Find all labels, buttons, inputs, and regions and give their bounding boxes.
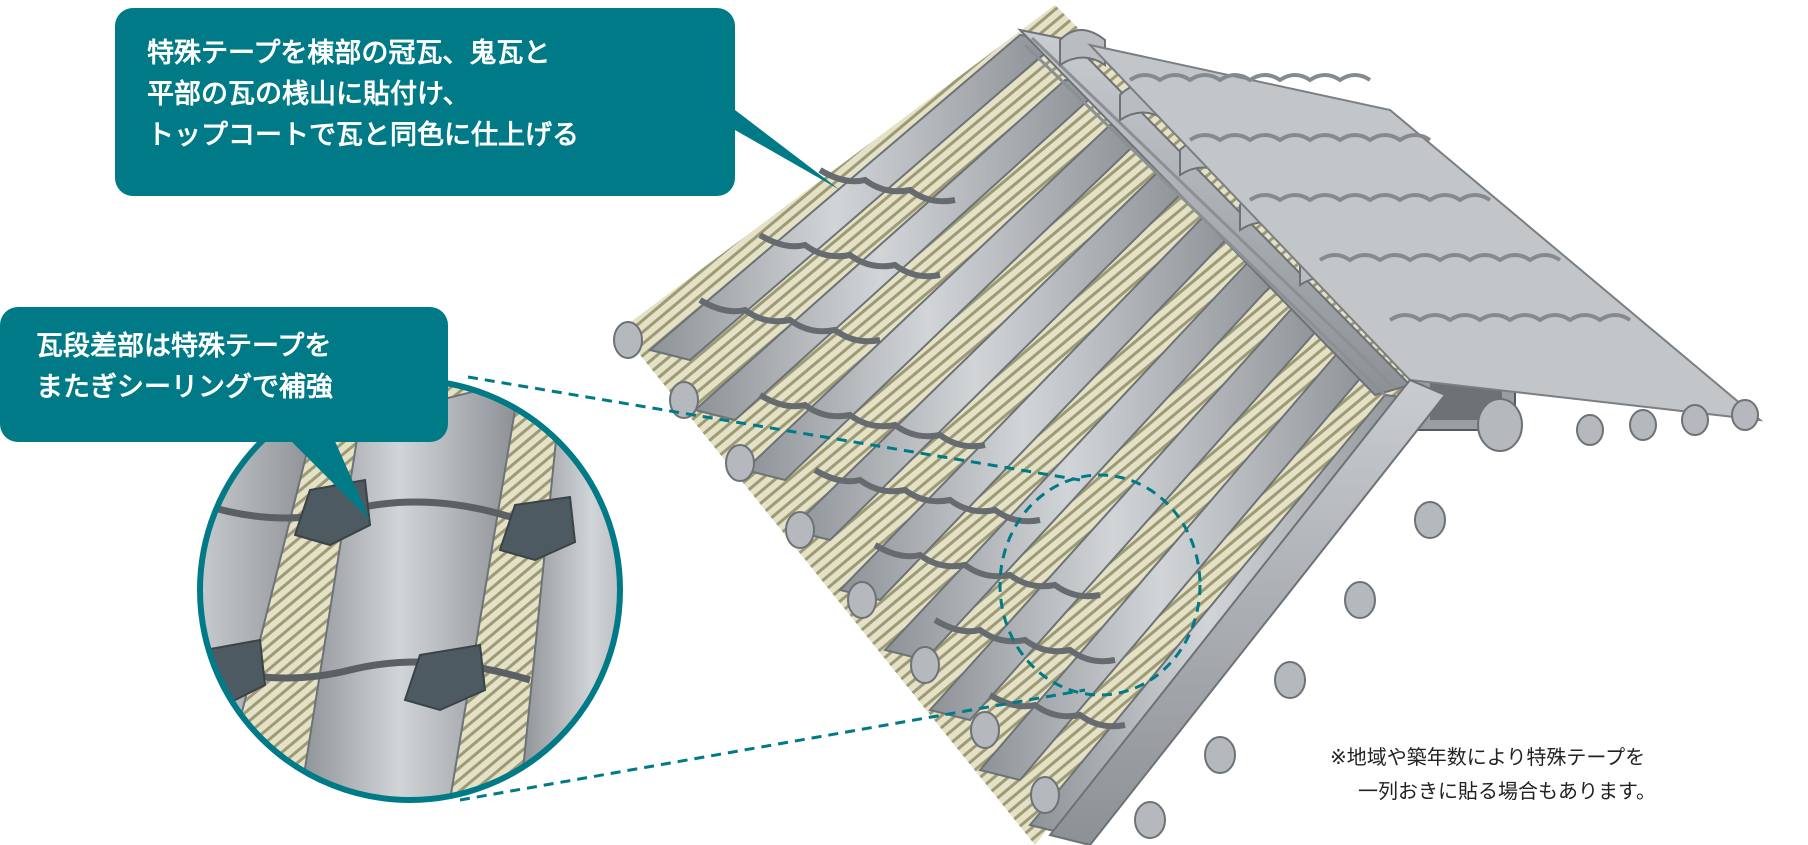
detail-zoom-circle bbox=[197, 377, 623, 803]
callout-detail-line: またぎシーリングで補強 bbox=[36, 372, 333, 403]
callout-top-text: 特殊テープを棟部の冠瓦、鬼瓦と 平部の瓦の桟山に貼付け、 トップコートで瓦と同色… bbox=[147, 33, 579, 156]
callout-top-box bbox=[115, 8, 840, 196]
footnote-line: ※地域や築年数により特殊テープを bbox=[1330, 745, 1646, 769]
zoom-guide-lines bbox=[459, 375, 1202, 802]
callout-detail-box bbox=[0, 307, 448, 520]
callout-top-line: 特殊テープを棟部の冠瓦、鬼瓦と bbox=[147, 38, 551, 69]
footnote-line: 一列おきに貼る場合もあります。 bbox=[1358, 779, 1656, 803]
callout-top-line: トップコートで瓦と同色に仕上げる bbox=[147, 120, 579, 151]
verge-tiles bbox=[1048, 378, 1523, 845]
eave-tile-ends bbox=[613, 321, 1060, 814]
callout-detail-line: 瓦段差部は特殊テープを bbox=[36, 331, 332, 362]
roof-back-slope bbox=[1087, 43, 1764, 446]
callout-detail-text: 瓦段差部は特殊テープを またぎシーリングで補強 bbox=[36, 326, 333, 408]
footnote: ※地域や築年数により特殊テープを 一列おきに貼る場合もあります。 bbox=[1330, 740, 1656, 808]
tile-overlap-lines bbox=[698, 167, 1126, 730]
callout-top-line: 平部の瓦の桟山に貼付け、 bbox=[147, 79, 470, 110]
